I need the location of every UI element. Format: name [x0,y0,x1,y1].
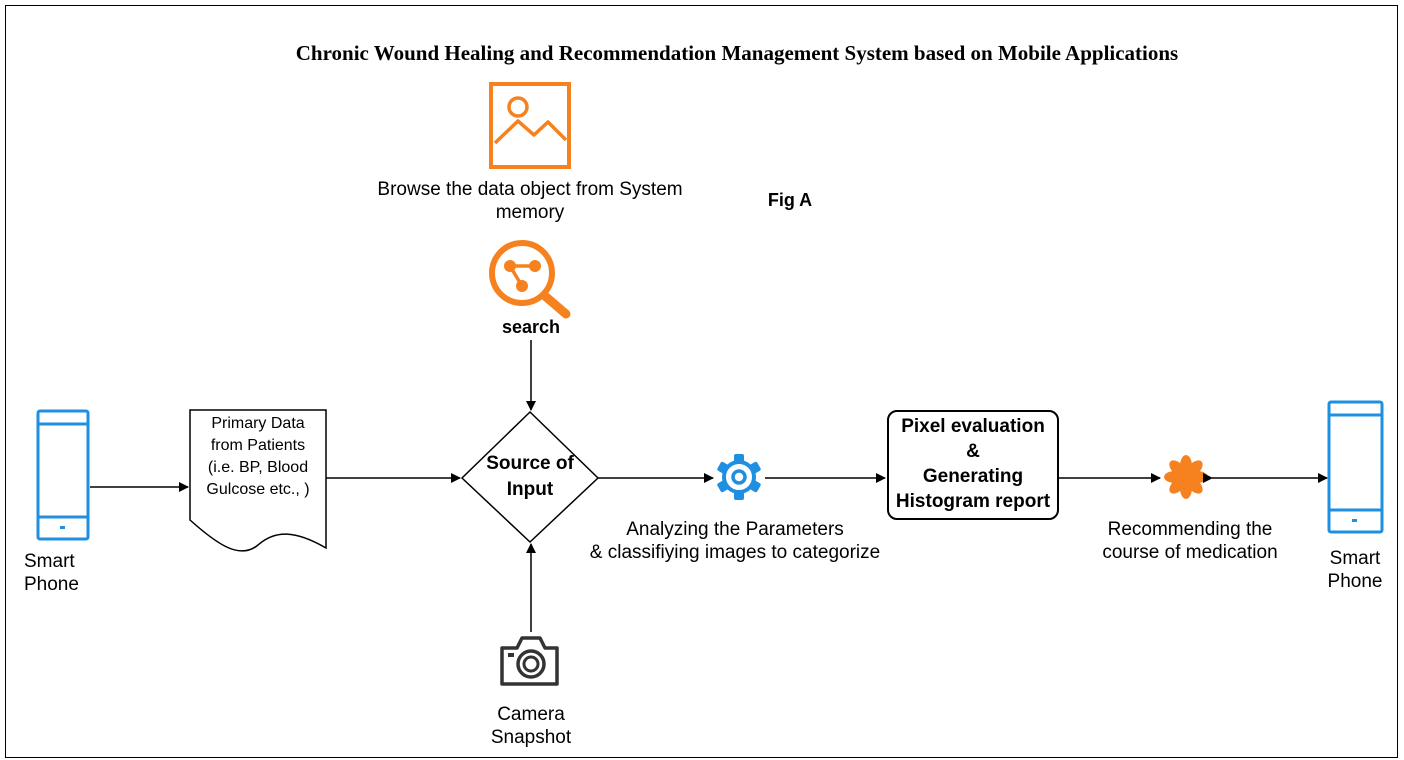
smartphone-right-line2: Phone [1327,571,1383,592]
source-of-input-line1: Source of [486,453,574,474]
pixel-evaluation-line1: Pixel evaluation [901,416,1045,437]
connectors [90,340,1328,632]
smartphone-right-line1: Smart [1329,548,1381,569]
camera-label-line2: Snapshot [490,727,572,748]
smartphone-left-line2: Phone [24,574,79,595]
source-of-input-label: Source of Input [470,451,590,503]
primary-data-document [189,409,327,552]
search-label: search [501,317,561,337]
pixel-evaluation-label: Pixel evaluation & Generating Histogram … [887,414,1059,514]
browse-label: Browse the data object from System memor… [345,178,715,224]
pixel-evaluation-line4: Histogram report [895,491,1051,512]
analyze-label: Analyzing the Parameters & classifiying … [560,518,910,564]
asterisk-icon [1164,455,1208,499]
primary-data-line3: (i.e. BP, Blood [207,459,309,476]
pixel-evaluation-box [887,410,1059,520]
analyze-label-line1: Analyzing the Parameters [626,519,844,540]
source-of-input-line2: Input [506,479,554,500]
camera-label: Camera Snapshot [471,703,591,749]
browse-label-line2: memory [495,202,565,223]
fig-label: Fig A [767,190,813,210]
browse-label-line1: Browse the data object from System [377,179,683,200]
diagram-title: Chronic Wound Healing and Recommendation… [295,41,1179,65]
primary-data-line1: Primary Data [211,415,305,432]
primary-data-label: Primary Data from Patients (i.e. BP, Blo… [190,413,326,501]
smartphone-left-label: Smart Phone [24,550,114,596]
image-icon [489,82,571,169]
share-search-icon [489,240,571,319]
camera-label-line1: Camera [497,704,565,725]
gear-icon [717,454,761,500]
smartphone-right-label: Smart Phone [1315,547,1395,593]
recommend-label-line2: course of medication [1102,542,1278,563]
primary-data-line2: from Patients [210,437,306,454]
primary-data-line4: Gulcose etc., ) [206,481,310,498]
source-of-input-diamond [460,410,600,544]
analyze-label-line2: & classifiying images to categorize [589,542,881,563]
smartphone-icon [36,409,90,541]
pixel-evaluation-line3: Generating [922,466,1024,487]
smartphone-icon [1327,400,1384,534]
recommend-label-line1: Recommending the [1107,519,1273,540]
diagram-frame [5,5,1398,758]
pixel-evaluation-line2: & [966,441,980,462]
smartphone-left-line1: Smart [24,551,75,572]
camera-icon [500,636,559,686]
recommend-label: Recommending the course of medication [1075,518,1305,564]
